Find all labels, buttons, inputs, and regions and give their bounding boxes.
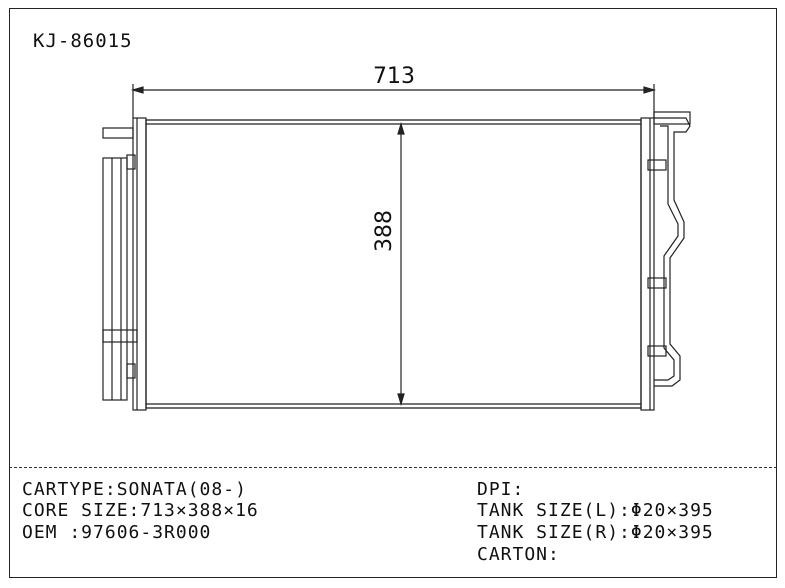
width-arrow-left <box>130 86 144 94</box>
left-header-tank <box>132 117 147 411</box>
spec-tank-left: TANK SIZE(L):Φ20×395 <box>477 500 714 521</box>
width-arrow-right <box>643 86 657 94</box>
right-mount-c <box>647 345 667 357</box>
right-inlet-pipe <box>654 117 691 387</box>
spec-core-size: CORE SIZE:713×388×16 <box>22 500 259 521</box>
spec-divider <box>9 467 777 468</box>
right-mount-a <box>647 159 667 171</box>
left-mount-mid <box>126 154 136 170</box>
spec-oem: OEM :97606-3R000 <box>22 522 212 543</box>
height-arrow-top <box>397 121 405 135</box>
left-mount-low <box>102 329 138 343</box>
width-dimension-label: 713 <box>373 64 415 89</box>
left-mount-lower <box>126 363 136 379</box>
height-dimension-label: 388 <box>372 210 397 252</box>
left-receiver-drier <box>102 157 128 401</box>
right-fitting-top <box>653 111 691 125</box>
spec-car-type: CARTYPE:SONATA(08-) <box>22 479 247 500</box>
spec-dpi: DPI: <box>477 479 525 500</box>
right-header-tank <box>640 117 655 411</box>
part-number: KJ-86015 <box>33 30 133 52</box>
drawing-frame <box>9 8 777 578</box>
right-outlet-pipe <box>654 125 679 381</box>
spec-tank-right: TANK SIZE(R):Φ20×395 <box>477 522 714 543</box>
condenser-core <box>145 119 642 409</box>
right-mount-b <box>647 277 667 289</box>
height-arrow-bottom <box>397 393 405 407</box>
spec-carton: CARTON: <box>477 544 560 565</box>
left-mount-top <box>102 127 134 139</box>
